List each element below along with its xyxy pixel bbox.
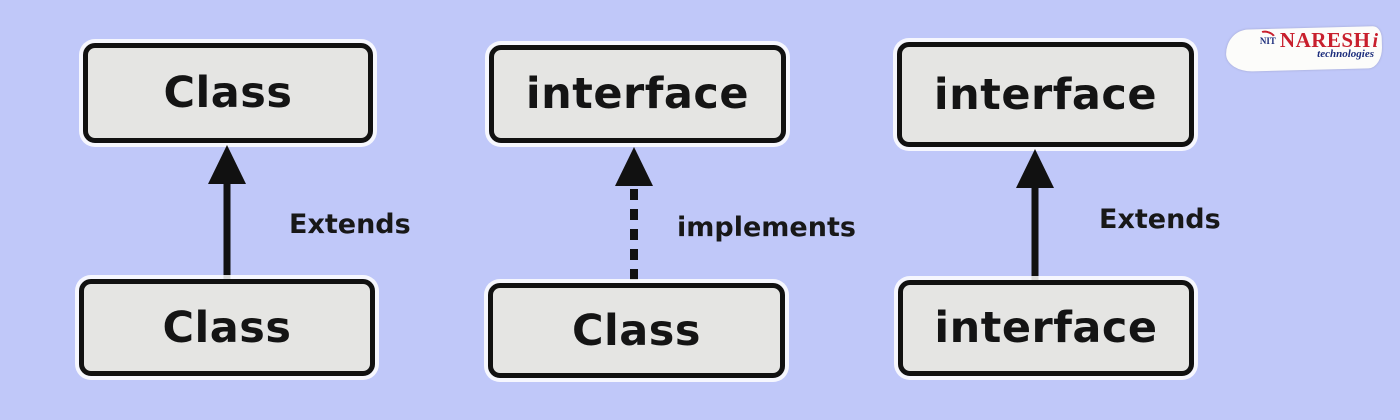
nit-monogram-icon: NIT xyxy=(1259,35,1276,46)
implementing-class-label: Class xyxy=(571,305,701,356)
implements-label: implements xyxy=(677,212,856,243)
dashed-implements-arrow-icon xyxy=(615,147,653,283)
child-class-label: Class xyxy=(162,302,292,353)
logo-subtitle: technologies xyxy=(1317,48,1374,60)
solid-extends-arrow-icon xyxy=(1016,149,1054,280)
solid-extends-arrow-icon xyxy=(208,145,246,280)
parent-interface-label: interface xyxy=(933,69,1158,120)
logo-brand-name: NARESH xyxy=(1279,28,1371,52)
parent-class-label: Class xyxy=(163,68,293,118)
implementing-class-box: Class xyxy=(488,283,785,378)
logo-i-mark: i xyxy=(1372,30,1378,52)
parent-interface-box: interface xyxy=(897,42,1194,147)
interface-label: interface xyxy=(525,69,750,119)
child-interface-box: interface xyxy=(898,280,1194,376)
child-class-box: Class xyxy=(79,279,375,376)
extends-label: Extends xyxy=(289,209,411,240)
interface-box: interface xyxy=(489,45,786,143)
parent-class-box: Class xyxy=(83,43,373,143)
child-interface-label: interface xyxy=(934,303,1158,353)
naresh-technologies-logo: NIT NARESH i technologies xyxy=(1225,25,1383,74)
extends-label: Extends xyxy=(1099,204,1221,235)
